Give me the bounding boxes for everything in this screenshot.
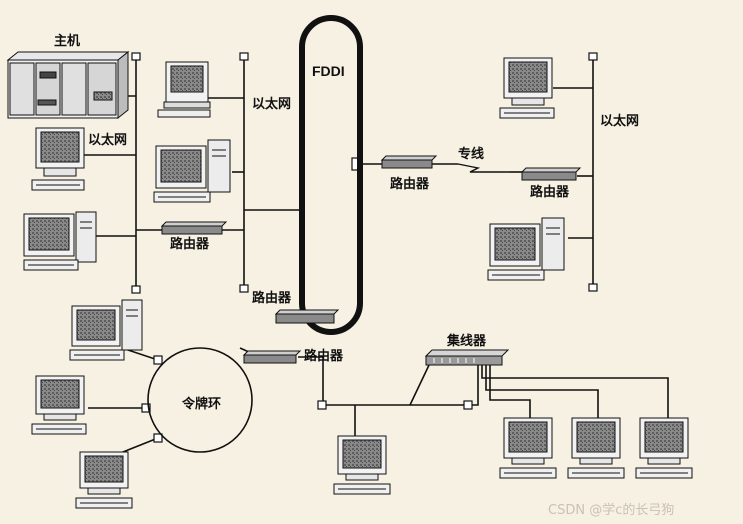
mainframe-label: 主机 <box>54 34 81 49</box>
mainframe-icon <box>6 50 130 120</box>
computer-icon <box>333 435 391 495</box>
ethernet-center-label: 以太网 <box>252 97 292 112</box>
computer-icon <box>31 127 85 191</box>
computer-icon <box>487 217 565 281</box>
ethernet-right-label: 以太网 <box>600 114 640 129</box>
router-icon <box>242 350 302 364</box>
watermark: CSDN @学c的长弓狗 <box>548 503 675 518</box>
router-icon <box>520 167 582 181</box>
router-icon <box>274 309 340 324</box>
computer-icon <box>499 57 555 119</box>
computer-icon <box>23 211 97 271</box>
router-fddi-lower-label: 路由器 <box>304 349 344 364</box>
token-ring-label: 令牌环 <box>182 397 222 412</box>
ethernet-left-label: 以太网 <box>88 133 128 148</box>
fddi-ring <box>299 15 363 335</box>
computer-icon <box>635 417 693 479</box>
router-left-label: 路由器 <box>170 237 210 252</box>
computer-icon <box>499 417 557 479</box>
router-fddi-upper-label: 路由器 <box>252 291 292 306</box>
fddi-label: FDDI <box>312 63 345 79</box>
hub-label: 集线器 <box>447 334 487 349</box>
token-ring <box>147 347 253 453</box>
computer-icon <box>69 299 143 361</box>
computer-icon <box>153 139 231 203</box>
computer-icon <box>75 451 133 509</box>
leased-line <box>457 163 510 173</box>
leased-line-label: 专线 <box>458 147 485 162</box>
router-right2-label: 路由器 <box>530 185 570 200</box>
hub-icon <box>424 349 510 366</box>
router-icon <box>380 155 438 169</box>
router-icon <box>160 221 228 235</box>
computer-icon <box>31 375 87 435</box>
computer-icon <box>567 417 625 479</box>
computer-icon <box>157 61 211 118</box>
router-right1-label: 路由器 <box>390 177 430 192</box>
